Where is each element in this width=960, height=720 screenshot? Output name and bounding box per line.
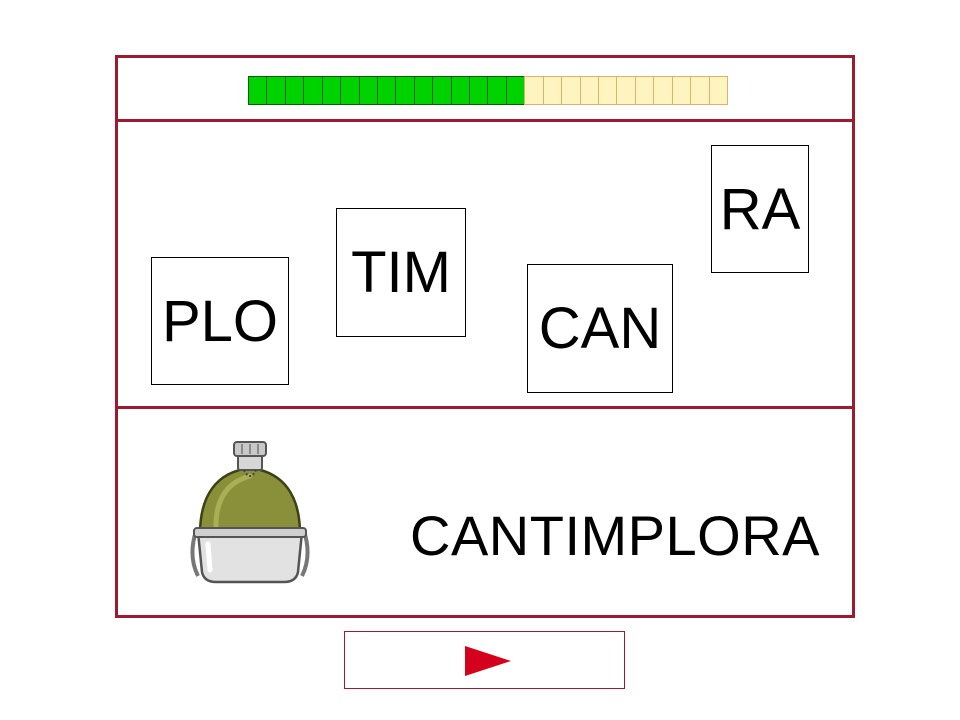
progress-segment-filled <box>358 76 378 105</box>
progress-segment-filled <box>266 76 286 105</box>
target-word: CANTIMPLORA <box>410 504 820 567</box>
progress-segment-filled <box>303 76 323 105</box>
progress-segment-filled <box>340 76 360 105</box>
progress-segment-filled <box>487 76 507 105</box>
progress-segment-filled <box>376 76 397 105</box>
progress-segment-filled <box>321 76 342 105</box>
progress-segment-filled <box>505 76 526 105</box>
progress-segment-empty <box>616 76 636 105</box>
syllable-card-ra[interactable]: RA <box>711 145 809 273</box>
progress-segment-filled <box>395 76 415 105</box>
syllable-card-plo[interactable]: PLO <box>151 257 289 385</box>
progress-segment-empty <box>653 76 673 105</box>
progress-segment-empty <box>708 76 728 105</box>
progress-segment-empty <box>561 76 581 105</box>
progress-segment-filled <box>248 76 268 105</box>
progress-segment-empty <box>598 76 618 105</box>
syllable-card-tim[interactable]: TIM <box>336 208 466 337</box>
progress-segment-empty <box>542 76 563 105</box>
progress-segment-filled <box>413 76 434 105</box>
progress-segment-filled <box>450 76 471 105</box>
syllable-card-can[interactable]: CAN <box>527 264 673 393</box>
progress-bar <box>248 76 728 105</box>
progress-segment-filled <box>284 76 305 105</box>
progress-segment-empty <box>579 76 600 105</box>
next-button[interactable] <box>344 631 625 689</box>
play-arrow-icon <box>465 646 511 676</box>
progress-segment-filled <box>432 76 452 105</box>
progress-segment-empty <box>634 76 655 105</box>
progress-segment-empty <box>524 76 544 105</box>
canteen-icon <box>190 441 310 584</box>
progress-segment-empty <box>671 76 692 105</box>
progress-segment-filled <box>469 76 489 105</box>
progress-segment-empty <box>690 76 710 105</box>
